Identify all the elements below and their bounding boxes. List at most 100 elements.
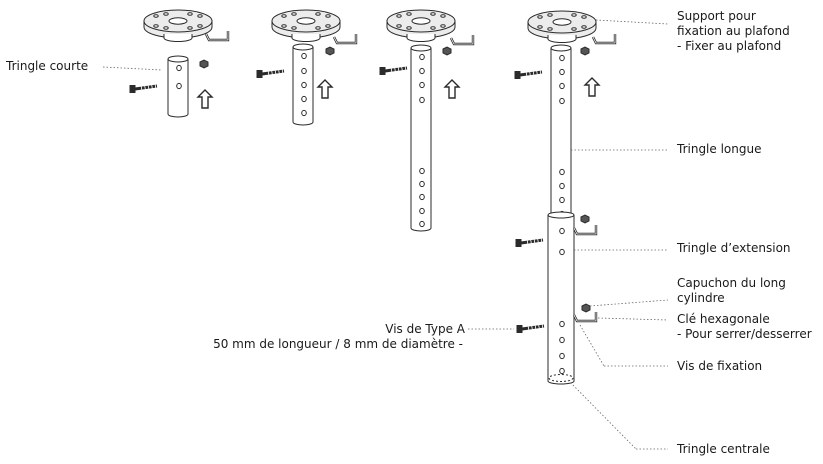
plate-center-hole <box>411 17 431 25</box>
screw-thread <box>525 70 528 78</box>
hex-key-highlight-3 <box>450 35 474 45</box>
plate-hole <box>571 27 577 31</box>
plate-center-hole <box>296 17 316 25</box>
plate-hole <box>291 26 297 30</box>
screw-thread <box>531 324 533 331</box>
tube-hole <box>559 97 565 105</box>
plate-hole <box>440 14 446 18</box>
tube-hole <box>559 68 565 76</box>
tube-hole <box>559 227 565 235</box>
hex-key-6 <box>572 312 598 323</box>
plate-collar <box>406 34 436 42</box>
screw-shank <box>261 69 285 76</box>
plate-hole <box>547 27 553 31</box>
plate-hole <box>396 24 402 28</box>
screw-shank <box>521 324 545 331</box>
screw-thread <box>151 83 153 90</box>
label-vis-fixation: Vis de fixation <box>677 359 763 373</box>
plate-hole <box>197 14 203 18</box>
plate-collar <box>163 34 193 42</box>
plate-hole <box>430 12 436 16</box>
plate-hole <box>281 14 287 18</box>
tube-hole <box>301 95 307 103</box>
hex-key-highlight-6 <box>573 312 597 322</box>
screw-thread <box>404 65 407 72</box>
plate-hole <box>396 14 402 18</box>
tube-top <box>167 55 189 63</box>
leader-tringle-courte <box>102 66 163 71</box>
ceiling-plate-3 <box>386 9 456 42</box>
label-capuchon-line1: Capuchon du long <box>677 276 786 290</box>
plate-hole <box>581 15 587 19</box>
screw-shank <box>134 84 158 91</box>
screw-4 <box>514 69 543 79</box>
tube-top <box>410 44 432 52</box>
tube-top <box>550 44 572 52</box>
screw-thread <box>401 65 403 72</box>
plate-hole <box>197 24 203 28</box>
label-support-line3: - Fixer au plafond <box>677 39 782 53</box>
plate-hole <box>571 13 577 17</box>
tube-hole <box>419 67 425 75</box>
screw-shank <box>520 238 544 245</box>
screw-thread <box>394 66 396 73</box>
tube-hole <box>559 54 565 62</box>
tube-hole <box>559 82 565 90</box>
tube-hole <box>559 336 565 344</box>
plate-collar <box>547 35 577 43</box>
plate-center-hole <box>552 18 572 26</box>
tube-hole <box>419 220 425 228</box>
plate-hole <box>153 24 159 28</box>
screw-thread <box>397 66 400 73</box>
plate-hole <box>430 26 436 30</box>
plate-hole <box>163 12 169 16</box>
screw-thread <box>527 324 530 332</box>
screw-thread <box>271 69 273 76</box>
screw-shank <box>519 70 543 77</box>
nut-6 <box>581 303 591 313</box>
tube-long-2 <box>550 44 572 222</box>
plate-hole <box>325 14 331 18</box>
tube-body <box>547 215 575 385</box>
label-capuchon-line2: cylindre <box>677 291 725 305</box>
leader-capuchon <box>589 299 669 307</box>
tube-hole <box>419 180 425 188</box>
screw-head <box>514 71 521 79</box>
leader-cle <box>597 317 669 321</box>
tube-hole <box>419 96 425 104</box>
plate-hole <box>581 25 587 29</box>
screw-thread <box>526 238 529 246</box>
screw-thread <box>274 69 277 76</box>
hex-key-3 <box>449 35 475 46</box>
tube-extension <box>547 211 575 385</box>
nut-4 <box>580 46 590 56</box>
plate-hole <box>187 12 193 16</box>
tube-short <box>167 55 189 118</box>
hex-key-highlight-4 <box>592 34 616 44</box>
plate-center-hole <box>168 17 188 25</box>
tube-hole <box>301 67 307 75</box>
up-arrow-4 <box>583 77 601 97</box>
screw-1 <box>129 83 158 93</box>
leader-tringle-centrale-a <box>567 379 637 450</box>
screw-thread <box>267 69 270 77</box>
tube-hole <box>419 193 425 201</box>
label-vis-type-a-line1: Vis de Type A <box>385 322 465 336</box>
plate-hole <box>406 26 412 30</box>
tube-hole <box>301 52 307 60</box>
label-support-line2: fixation au plafond <box>677 24 790 38</box>
tube-hole <box>559 248 565 256</box>
screw-thread <box>541 323 544 330</box>
plate-hole <box>547 13 553 17</box>
plate-hole <box>537 25 543 29</box>
nut-2 <box>325 46 335 56</box>
plate-hole <box>325 24 331 28</box>
screw-head <box>379 67 386 75</box>
plate-hole <box>315 12 321 16</box>
screw-head <box>129 85 136 93</box>
plate-hole <box>187 26 193 30</box>
label-vis-type-a-line2: 50 mm de longueur / 8 mm de diamètre - <box>213 337 463 351</box>
screw-shank <box>384 66 408 73</box>
screw-head <box>516 325 523 333</box>
